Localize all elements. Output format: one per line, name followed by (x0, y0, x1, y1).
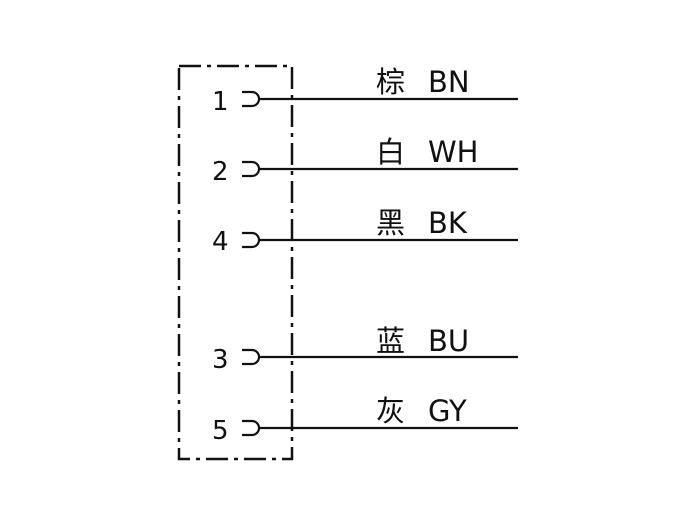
wire-color-cn: 蓝 (376, 324, 405, 358)
socket-contact-icon (242, 231, 261, 249)
wire-color-code: BK (428, 206, 468, 240)
wire-color-cn: 黑 (376, 206, 405, 240)
socket-contact-icon (242, 90, 261, 108)
pin-row-4: 4 黑 BK (212, 206, 518, 257)
socket-contact-icon (242, 348, 261, 366)
wire-color-label: 灰 GY (376, 394, 467, 428)
pin-number: 5 (212, 416, 229, 446)
connector-housing (177, 64, 294, 461)
socket-contact-icon (242, 160, 261, 178)
wire-color-code: WH (428, 135, 478, 169)
wire-color-code: BU (428, 324, 469, 358)
pin-row-5: 5 灰 GY (212, 394, 518, 446)
wire-color-label: 蓝 BU (376, 324, 469, 358)
pin-number: 1 (212, 87, 229, 117)
wire-color-label: 白 WH (376, 135, 478, 169)
pin-row-2: 2 白 WH (212, 135, 518, 187)
wire-color-cn: 棕 (376, 65, 405, 99)
wire-color-cn: 白 (376, 135, 405, 169)
pin-number: 2 (212, 157, 229, 187)
pin-number: 3 (212, 345, 229, 375)
wire-color-code: BN (428, 65, 470, 99)
pin-row-1: 1 棕 BN (212, 65, 518, 117)
wire-color-code: GY (428, 394, 467, 428)
wire-color-label: 黑 BK (376, 206, 468, 240)
wire-color-cn: 灰 (376, 394, 405, 428)
pin-number: 4 (212, 227, 229, 257)
pin-row-3: 3 蓝 BU (212, 324, 518, 375)
socket-contact-icon (242, 419, 261, 437)
wire-color-label: 棕 BN (376, 65, 470, 99)
